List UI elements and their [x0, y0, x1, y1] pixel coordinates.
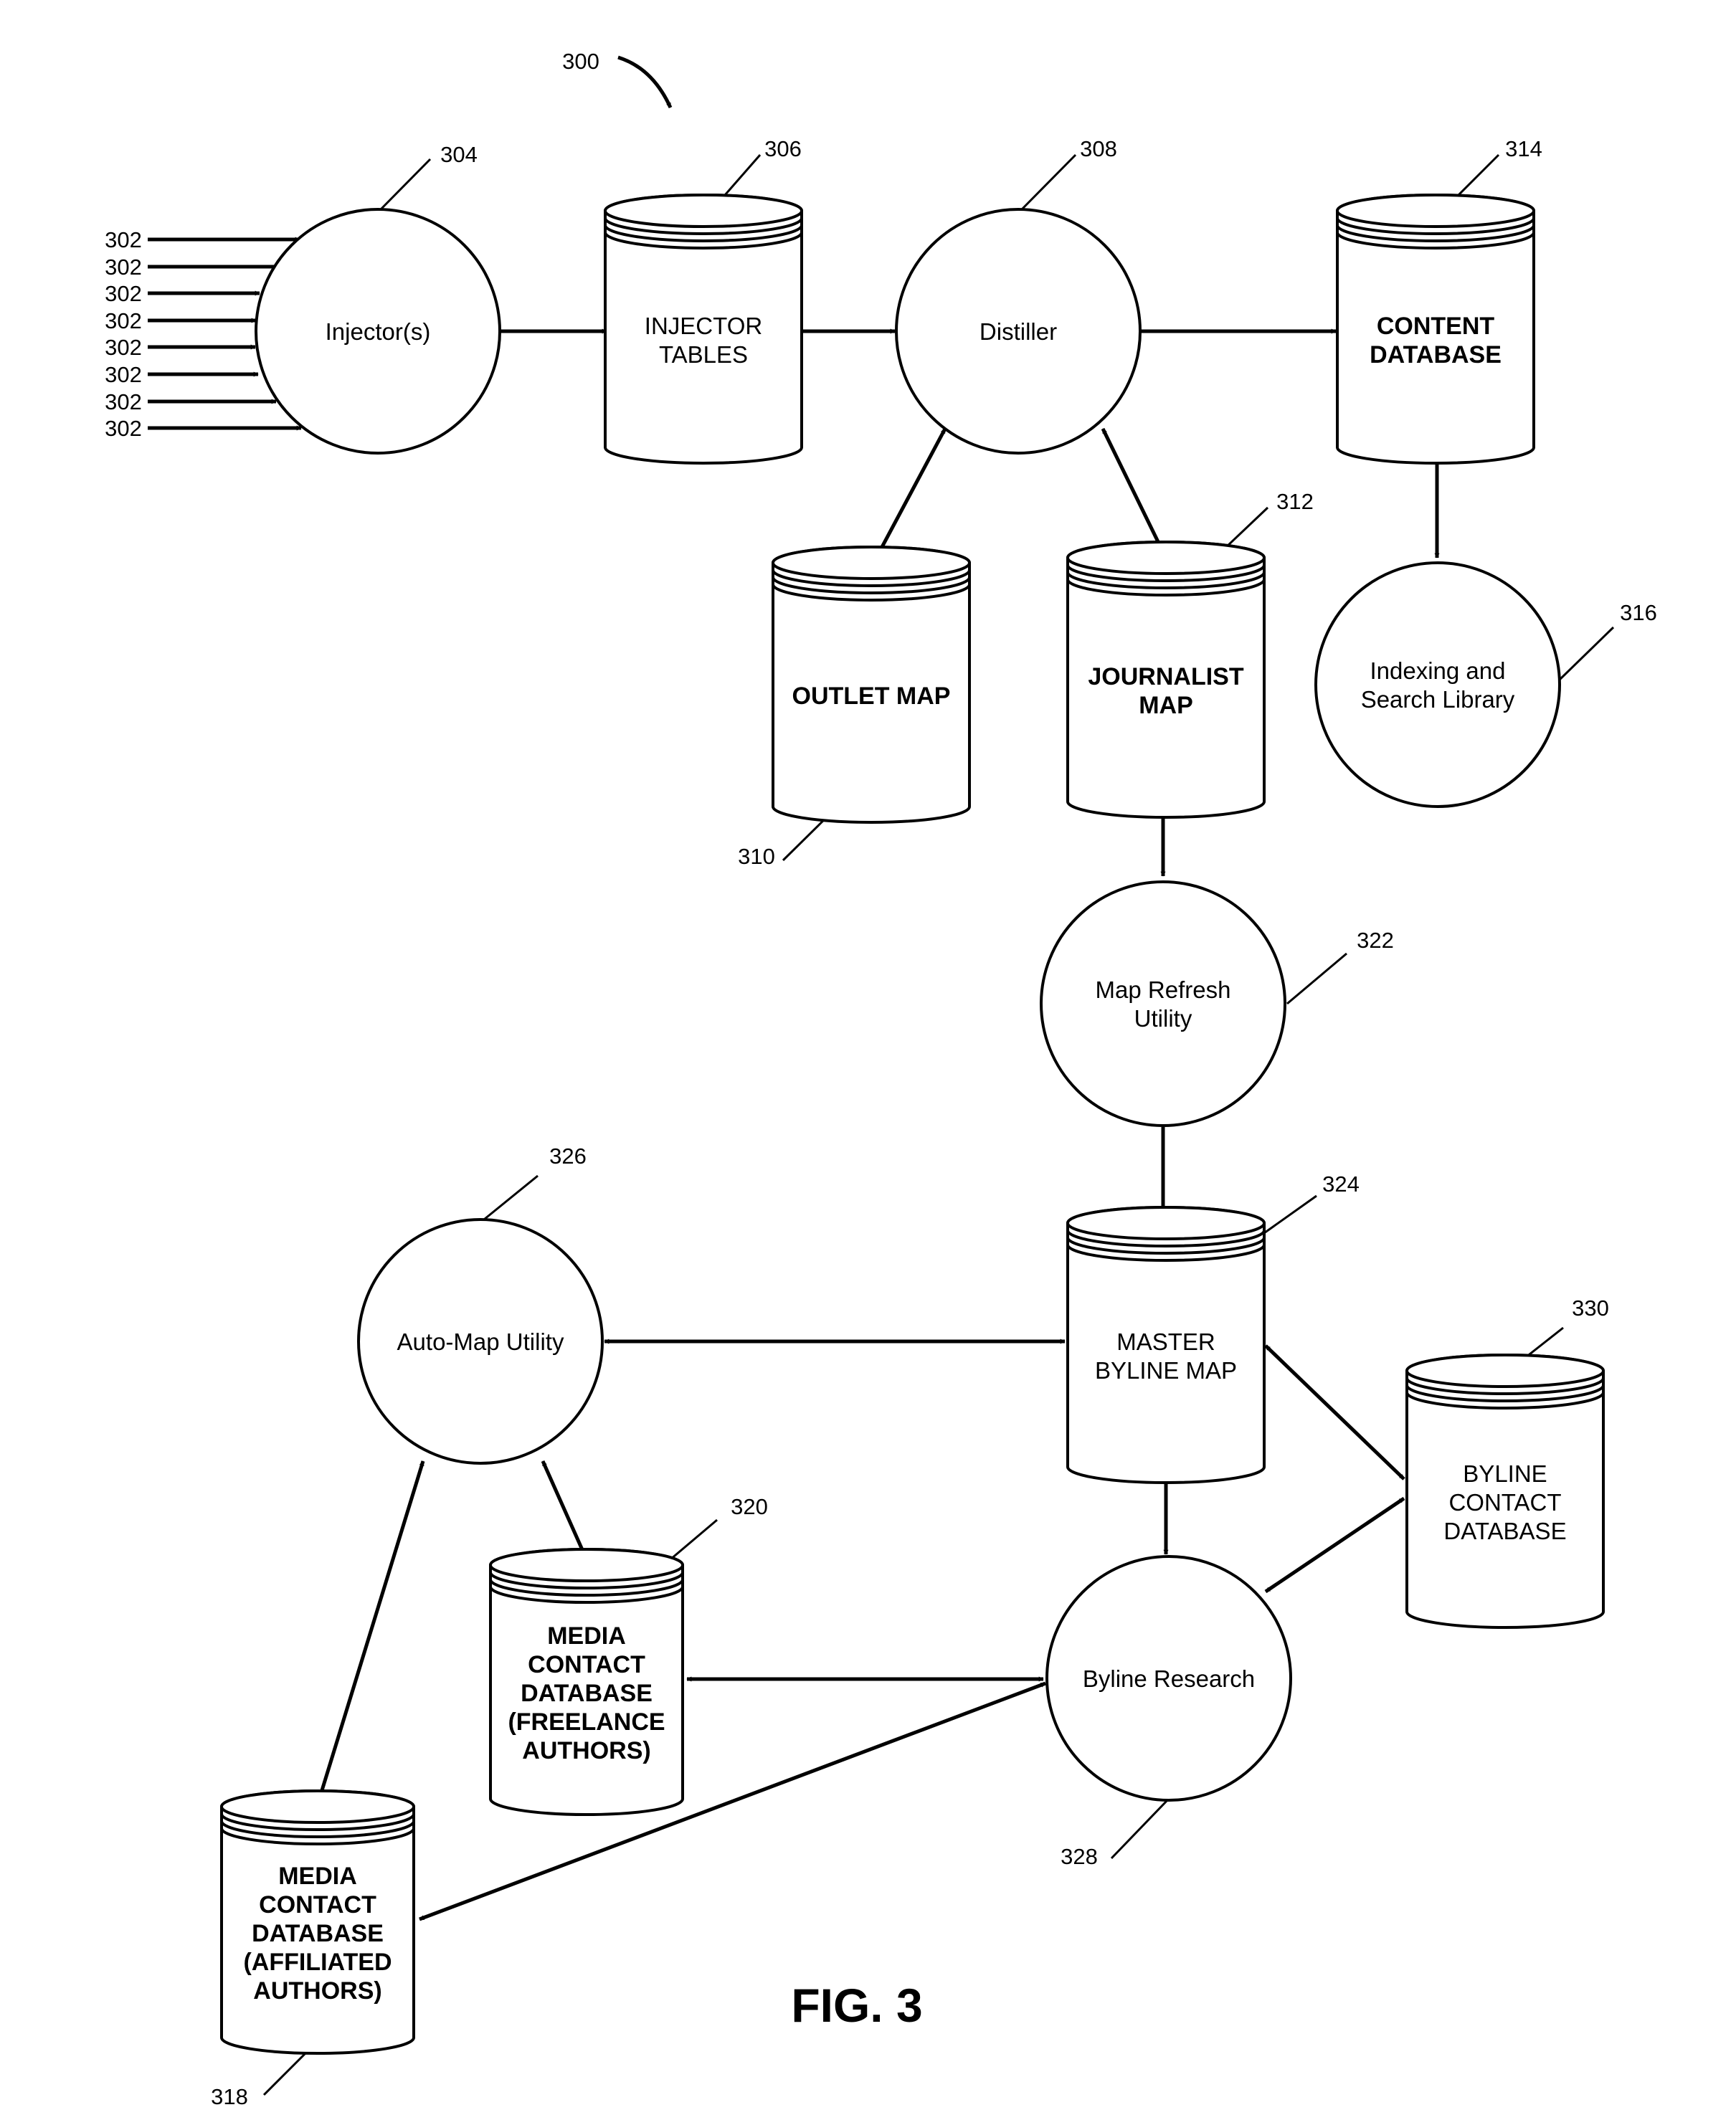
content-db-database [1336, 194, 1535, 465]
distiller-ref-numeral: 308 [1080, 136, 1117, 161]
connector-arrow [419, 1681, 1046, 1921]
byline-contact-label: CONTACT [1448, 1489, 1561, 1516]
connector-arrow [318, 1460, 425, 1798]
auto-map-label: Auto-Map Utility [397, 1328, 564, 1355]
injector-tables-label: TABLES [659, 341, 748, 368]
media-affiliated-database [220, 1789, 415, 2055]
media-freelance-label: (FREELANCE [508, 1708, 665, 1736]
distiller-label: Distiller [980, 318, 1057, 345]
journalist-map-database [1066, 541, 1266, 819]
map-refresh-label: Utility [1134, 1005, 1192, 1032]
outlet-map-ref-numeral: 310 [738, 844, 775, 869]
byline-contact-database [1405, 1354, 1605, 1629]
input-ref-numeral: 302 [105, 362, 142, 387]
input-ref-numeral: 302 [105, 255, 142, 280]
media-affiliated-ref-numeral: 318 [211, 2084, 248, 2109]
master-byline-ref-numeral: 324 [1322, 1171, 1360, 1197]
connector-arrow [1264, 1496, 1405, 1594]
auto-map-leader-line [480, 1174, 539, 1224]
byline-research-process [1045, 1555, 1292, 1802]
media-freelance-database [489, 1548, 684, 1816]
connector-arrow [541, 1460, 589, 1561]
input-ref-numeral: 302 [105, 416, 142, 441]
media-affiliated-label: DATABASE [252, 1920, 384, 1947]
content-db-label: DATABASE [1370, 341, 1502, 369]
content-db-label: CONTENT [1377, 313, 1495, 340]
distiller-process [895, 208, 1142, 455]
system-pointer-arrow [617, 55, 673, 109]
system-ref-ref-numeral: 300 [562, 49, 599, 74]
media-freelance-label: DATABASE [521, 1680, 653, 1707]
byline-research-label: Byline Research [1083, 1665, 1255, 1692]
figure-label: FIG. 3 [791, 1979, 922, 2032]
indexing-leader-line [1558, 626, 1615, 681]
media-affiliated-label: AUTHORS) [253, 1977, 381, 2005]
input-ref-numeral: 302 [105, 227, 142, 252]
media-affiliated-label: MEDIA [278, 1863, 357, 1890]
master-byline-leader-line [1261, 1194, 1317, 1236]
indexing-label: Indexing and [1370, 657, 1506, 684]
journalist-map-label: MAP [1139, 692, 1193, 719]
injector-tables-ref-numeral: 306 [764, 136, 802, 161]
media-freelance-label: MEDIA [547, 1622, 626, 1650]
master-byline-label: BYLINE MAP [1095, 1357, 1237, 1384]
shapes [220, 194, 1605, 2055]
connector-arrow [874, 427, 947, 559]
connector-arrow [1264, 1344, 1405, 1480]
injector-tables-label: INJECTOR [645, 313, 762, 339]
journalist-map-label: JOURNALIST [1088, 663, 1243, 690]
input-ref-numeral: 302 [105, 281, 142, 306]
byline-contact-label: BYLINE [1463, 1460, 1547, 1487]
byline-research-ref-numeral: 328 [1061, 1844, 1098, 1869]
outlet-map-database [772, 546, 971, 824]
injectors-leader-line [379, 158, 432, 211]
master-byline-database [1066, 1206, 1266, 1484]
media-freelance-label: CONTACT [528, 1651, 645, 1678]
byline-contact-label: DATABASE [1443, 1518, 1566, 1544]
journalist-map-ref-numeral: 312 [1276, 489, 1314, 514]
injectors-label: Injector(s) [326, 318, 431, 345]
master-byline-label: MASTER [1116, 1328, 1215, 1355]
media-freelance-label: AUTHORS) [522, 1737, 650, 1764]
content-db-ref-numeral: 314 [1505, 136, 1542, 161]
map-refresh-process [1040, 880, 1286, 1127]
connector-arrow [1101, 427, 1165, 553]
byline-contact-ref-numeral: 330 [1572, 1296, 1609, 1321]
map-refresh-leader-line [1286, 952, 1347, 1005]
media-freelance-ref-numeral: 320 [731, 1494, 768, 1519]
auto-map-process [357, 1218, 604, 1465]
outlet-map-label: OUTLET MAP [792, 683, 951, 710]
injectors-process [255, 208, 501, 455]
media-affiliated-label: CONTACT [259, 1891, 376, 1919]
distiller-leader-line [1020, 153, 1077, 211]
media-affiliated-label: (AFFILIATED [243, 1949, 392, 1976]
injectors-ref-numeral: 304 [440, 142, 478, 167]
byline-research-leader-line [1110, 1799, 1169, 1860]
indexing-label: Search Library [1361, 686, 1515, 713]
map-refresh-label: Map Refresh [1096, 976, 1231, 1003]
indexing-ref-numeral: 316 [1620, 600, 1657, 625]
indexing-process [1314, 561, 1561, 808]
input-ref-numeral: 302 [105, 335, 142, 360]
injector-tables-database [604, 194, 803, 465]
map-refresh-ref-numeral: 322 [1357, 928, 1394, 953]
auto-map-ref-numeral: 326 [549, 1144, 587, 1169]
input-ref-numeral: 302 [105, 308, 142, 333]
input-ref-numeral: 302 [105, 389, 142, 414]
